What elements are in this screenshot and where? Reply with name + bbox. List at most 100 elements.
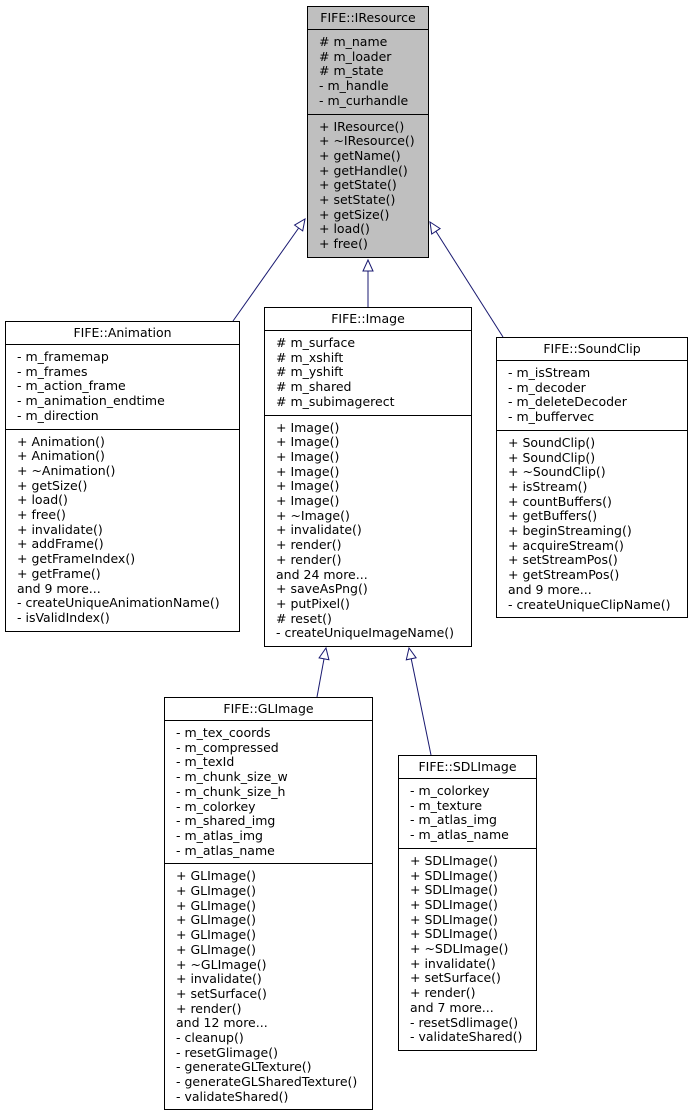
class-method[interactable]: - generateGLTexture() <box>176 1059 312 1075</box>
class-attribute[interactable]: - m_shared_img <box>176 813 276 829</box>
class-method[interactable]: and 7 more... <box>410 999 494 1015</box>
class-attribute[interactable]: - m_handle <box>319 78 389 94</box>
class-attribute[interactable]: # m_name <box>319 34 388 49</box>
class-method[interactable]: and 24 more... <box>276 566 368 582</box>
class-method[interactable]: # reset() <box>276 610 332 626</box>
class-method[interactable]: + saveAsPng() <box>276 581 368 597</box>
class-method[interactable]: + Animation() <box>17 448 105 464</box>
class-method[interactable]: - createUniqueAnimationName() <box>17 595 220 611</box>
class-attribute[interactable]: - m_chunk_size_w <box>176 769 288 785</box>
class-attribute[interactable]: - m_isStream <box>508 365 591 380</box>
class-method[interactable]: + getHandle() <box>319 162 408 178</box>
class-method[interactable]: - resetSdlimage() <box>410 1014 519 1030</box>
class-method[interactable]: + render() <box>276 551 342 567</box>
class-method[interactable]: + invalidate() <box>276 522 362 538</box>
class-method[interactable]: and 12 more... <box>176 1015 268 1031</box>
class-method[interactable]: + SoundClip() <box>508 434 596 450</box>
class-method[interactable]: + getStreamPos() <box>508 567 620 583</box>
class-attribute[interactable]: # m_surface <box>276 335 356 350</box>
class-method[interactable]: + acquireStream() <box>508 537 624 553</box>
class-method[interactable]: - validateShared() <box>176 1088 289 1104</box>
class-title[interactable]: FIFE::Animation <box>6 322 239 345</box>
class-attribute[interactable]: - m_curhandle <box>319 92 409 108</box>
class-method[interactable]: - createUniqueClipName() <box>508 596 671 612</box>
class-method[interactable]: + free() <box>17 507 66 523</box>
class-method[interactable]: + invalidate() <box>410 955 496 971</box>
class-method[interactable]: + getName() <box>319 147 401 163</box>
class-method[interactable]: + Image() <box>276 448 340 464</box>
class-method[interactable]: + ~SDLImage() <box>410 941 509 957</box>
class-box-soundclip[interactable]: FIFE::SoundClip- m_isStream- m_decoder- … <box>496 337 688 618</box>
class-attribute[interactable]: - m_buffervec <box>508 409 595 425</box>
class-title[interactable]: FIFE::Image <box>265 308 471 331</box>
class-method[interactable]: + render() <box>410 985 476 1001</box>
class-method[interactable]: + load() <box>17 492 68 508</box>
class-method[interactable]: + render() <box>176 1000 242 1016</box>
class-method[interactable]: + getState() <box>319 177 397 193</box>
class-method[interactable]: + load() <box>319 221 370 237</box>
class-method[interactable]: + ~GLImage() <box>176 956 267 972</box>
class-method[interactable]: + SDLImage() <box>410 896 498 912</box>
class-method[interactable]: + invalidate() <box>17 521 103 537</box>
class-attribute[interactable]: - m_atlas_name <box>176 842 275 858</box>
class-method[interactable]: + getBuffers() <box>508 508 598 524</box>
class-method[interactable]: and 9 more... <box>17 580 101 596</box>
class-method[interactable]: + putPixel() <box>276 595 350 611</box>
class-method[interactable]: + SDLImage() <box>410 852 498 868</box>
class-attribute[interactable]: - m_texture <box>410 797 483 813</box>
class-attribute[interactable]: - m_frames <box>17 363 88 379</box>
class-attribute[interactable]: - m_atlas_img <box>410 812 497 828</box>
class-title[interactable]: FIFE::SoundClip <box>497 338 687 361</box>
class-attribute[interactable]: # m_loader <box>319 48 392 64</box>
class-method[interactable]: + getFrame() <box>17 565 101 581</box>
class-method[interactable]: + Image() <box>276 434 340 450</box>
class-attribute[interactable]: - m_deleteDecoder <box>508 394 627 410</box>
class-method[interactable]: + Image() <box>276 419 340 435</box>
class-attribute[interactable]: - m_texId <box>176 754 235 770</box>
class-method[interactable]: + setSurface() <box>410 970 501 986</box>
class-attribute[interactable]: # m_xshift <box>276 349 344 365</box>
class-method[interactable]: + ~IResource() <box>319 133 415 149</box>
class-method[interactable]: + setStreamPos() <box>508 552 618 568</box>
class-box-animation[interactable]: FIFE::Animation- m_framemap- m_frames- m… <box>5 321 240 632</box>
class-method[interactable]: + Image() <box>276 463 340 479</box>
class-method[interactable]: + beginStreaming() <box>508 523 632 539</box>
class-method[interactable]: + ~Animation() <box>17 462 116 478</box>
class-method[interactable]: + setState() <box>319 192 396 208</box>
class-method[interactable]: + GLImage() <box>176 927 256 943</box>
class-method[interactable]: + GLImage() <box>176 941 256 957</box>
class-method[interactable]: + SoundClip() <box>508 449 596 465</box>
class-title[interactable]: FIFE::IResource <box>308 7 428 30</box>
class-attribute[interactable]: - m_framemap <box>17 349 109 364</box>
class-method[interactable]: + SDLImage() <box>410 867 498 883</box>
class-method[interactable]: + ~Image() <box>276 507 350 523</box>
class-method[interactable]: - isValidIndex() <box>17 609 110 625</box>
class-attribute[interactable]: - m_atlas_name <box>410 827 509 843</box>
class-method[interactable]: + free() <box>319 236 368 252</box>
class-attribute[interactable]: - m_compressed <box>176 739 279 755</box>
class-method[interactable]: + getFrameIndex() <box>17 551 136 567</box>
class-attribute[interactable]: - m_animation_endtime <box>17 393 165 409</box>
class-attribute[interactable]: - m_action_frame <box>17 378 126 394</box>
class-method[interactable]: + render() <box>276 537 342 553</box>
class-attribute[interactable]: - m_colorkey <box>176 798 256 814</box>
class-method[interactable]: + setSurface() <box>176 985 267 1001</box>
class-attribute[interactable]: # m_subimagerect <box>276 393 395 409</box>
class-method[interactable]: + getSize() <box>319 206 390 222</box>
class-attribute[interactable]: - m_atlas_img <box>176 827 263 843</box>
class-method[interactable]: + ~SoundClip() <box>508 464 606 480</box>
class-box-sdlimage[interactable]: FIFE::SDLImage- m_colorkey- m_texture- m… <box>398 755 537 1051</box>
class-title[interactable]: FIFE::SDLImage <box>399 756 536 779</box>
class-box-image[interactable]: FIFE::Image# m_surface# m_xshift# m_yshi… <box>264 307 472 647</box>
class-attribute[interactable]: # m_state <box>319 63 384 79</box>
class-method[interactable]: - createUniqueImageName() <box>276 625 455 641</box>
class-method[interactable]: and 9 more... <box>508 581 592 597</box>
class-method[interactable]: - resetGlimage() <box>176 1044 278 1060</box>
class-attribute[interactable]: - m_tex_coords <box>176 725 271 740</box>
class-attribute[interactable]: - m_colorkey <box>410 783 490 798</box>
class-method[interactable]: + Image() <box>276 478 340 494</box>
class-method[interactable]: + Image() <box>276 493 340 509</box>
class-method[interactable]: + isStream() <box>508 478 588 494</box>
class-method[interactable]: + invalidate() <box>176 971 262 987</box>
class-attribute[interactable]: - m_chunk_size_h <box>176 783 286 799</box>
